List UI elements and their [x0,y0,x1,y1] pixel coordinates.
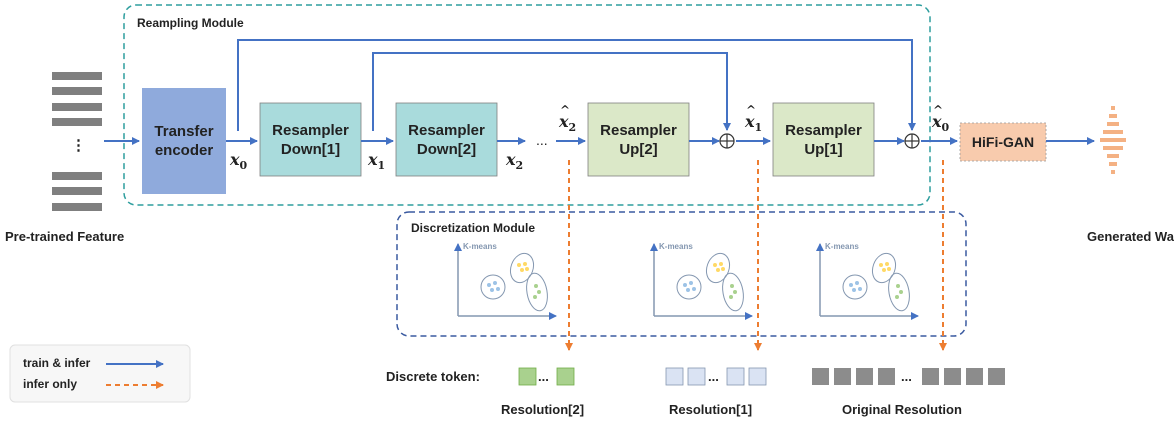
var-x2: x2 [506,150,524,173]
discretization-module-border [396,211,967,337]
token [687,367,706,386]
resampling-module-border [123,4,931,206]
pre-trained-feature-label: Pre-trained Feature [5,229,125,244]
feature-bar [52,72,102,80]
legend-box [9,344,191,403]
var-x1-hat: x1 [745,103,762,134]
token [834,368,851,385]
hifigan-label: HiFi-GAN [971,133,1035,150]
token [518,367,537,386]
var-x0-hat: x0 [932,103,949,134]
kmeans-label: K-means [463,242,497,251]
resolution2-label: Resolution[2] [501,402,585,417]
var-x0: x0 [230,150,248,173]
train-infer-arrows [104,39,1095,145]
discrete-token-label: Discrete token: [386,369,480,384]
resampler-down1-block [259,102,362,177]
legend-train-infer-label: train & infer [23,356,91,370]
token [556,367,575,386]
resampling-module-title: Reampling Module [137,16,244,30]
var-x2-hat: x2 [559,103,576,134]
token [856,368,873,385]
hifigan-block [959,122,1047,162]
discretization-module-title: Discretization Module [411,221,536,235]
resampler-up1-block [772,102,875,177]
token-ellipsis: ... [901,369,912,384]
token [922,368,939,385]
transfer-encoder-block [142,88,226,194]
resampler-up2-block [587,102,690,177]
token [665,367,684,386]
token-group-resolution2 [518,367,575,386]
waveform-icon [1100,106,1126,174]
token [812,368,829,385]
token [748,367,767,386]
token-ellipsis: ... [538,369,549,384]
kmeans-plot [650,243,753,320]
token [988,368,1005,385]
infer-only-arrows [565,160,947,351]
add-operator [719,133,735,149]
original-resolution-label: Original Resolution [842,402,962,417]
kmeans-plot [454,243,557,320]
feature-bar [52,172,102,180]
token-group-resolution1 [665,367,767,386]
token [966,368,983,385]
token [726,367,745,386]
kmeans-label: K-means [659,242,693,251]
token [944,368,961,385]
feature-bar [52,103,102,111]
sequence-ellipsis: ... [536,132,548,148]
add-operator [904,133,920,149]
token-ellipsis: ... [708,369,719,384]
token-group-original [812,368,1005,385]
generated-wav-label: Generated Wav [1087,229,1174,244]
kmeans-plot [816,243,919,320]
resampler-down2-block [395,102,498,177]
feature-bar [52,203,102,211]
feature-stack [52,72,102,211]
resolution1-label: Resolution[1] [669,402,753,417]
feature-ellipsis: ⋮ [71,137,86,154]
feature-bar [52,187,102,195]
token [878,368,895,385]
legend-infer-only-label: infer only [23,377,78,391]
var-x1: x1 [368,150,386,173]
kmeans-label: K-means [825,242,859,251]
feature-bar [52,87,102,95]
feature-bar [52,118,102,126]
